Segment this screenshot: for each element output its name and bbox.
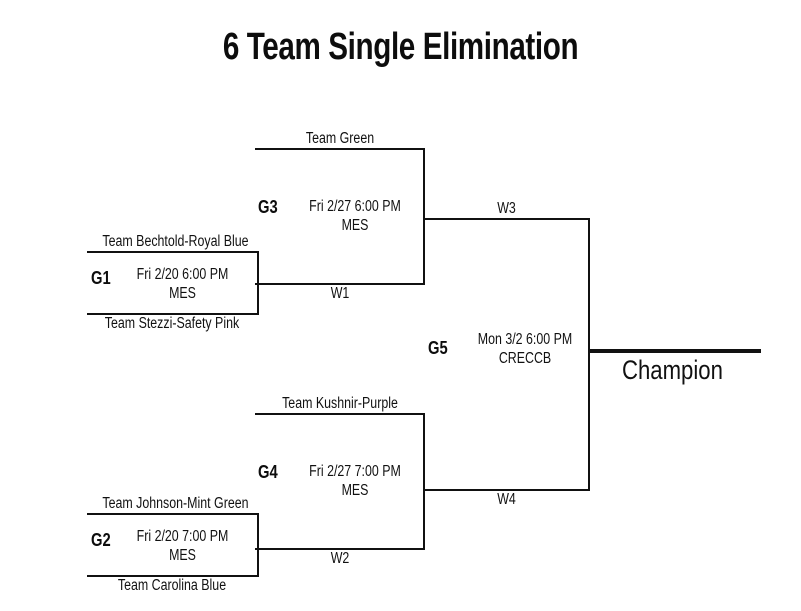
- page-title: 6 Team Single Elimination: [222, 26, 579, 68]
- game-g4-datetime: Fri 2/27 7:00 PM: [309, 463, 401, 480]
- game-g1-datetime: Fri 2/20 6:00 PM: [136, 266, 229, 283]
- game-g3-bottom-slot-label: W1: [330, 285, 350, 302]
- game-g3-info: Fri 2/27 6:00 PM MES: [291, 197, 419, 235]
- game-g3-venue: MES: [341, 217, 369, 234]
- game-g1-top-line: [87, 251, 259, 253]
- game-g1-code: G1: [91, 268, 111, 288]
- game-g3-bottom-line: [255, 283, 425, 285]
- game-g2-bottom-line: [87, 575, 259, 577]
- game-g4-top-line: [255, 413, 425, 415]
- game-g1-right-line: [257, 251, 259, 315]
- game-g5-top-slot-label: W3: [497, 200, 516, 217]
- game-g2-bottom-slot-label: Team Carolina Blue: [117, 577, 227, 594]
- game-g1-bottom-line: [87, 313, 259, 315]
- game-g4-right-line: [423, 413, 425, 550]
- game-g3-top-slot-label: Team Green: [305, 130, 375, 147]
- game-g2-top-slot-label: Team Johnson-Mint Green: [102, 495, 249, 512]
- game-g1-top-slot-label: Team Bechtold-Royal Blue: [102, 233, 249, 250]
- game-g4-bottom-line: [255, 548, 425, 550]
- game-g4-info: Fri 2/27 7:00 PM MES: [291, 462, 419, 500]
- game-g2-top-line: [87, 513, 259, 515]
- game-g3-top-line: [255, 148, 425, 150]
- game-g2-right-line: [257, 513, 259, 577]
- game-g1-info: Fri 2/20 6:00 PM MES: [121, 265, 245, 303]
- game-g4-bottom-slot-label: W2: [330, 550, 350, 567]
- champion-label: Champion: [622, 355, 723, 385]
- game-g4-top-slot-label: Team Kushnir-Purple: [282, 395, 398, 412]
- game-g5-right-line: [588, 218, 590, 491]
- game-g3-right-line: [423, 148, 425, 285]
- game-g5-bottom-slot-label: W4: [497, 491, 516, 508]
- game-g2-venue: MES: [169, 547, 196, 564]
- champion-line: [588, 349, 761, 353]
- game-g5-venue: CRECCB: [498, 350, 552, 367]
- game-g3-datetime: Fri 2/27 6:00 PM: [309, 198, 401, 215]
- game-g2-datetime: Fri 2/20 7:00 PM: [136, 528, 229, 545]
- game-g3-code: G3: [258, 197, 278, 217]
- game-g1-bottom-slot-label: Team Stezzi-Safety Pink: [104, 315, 240, 332]
- game-g5-top-line: [423, 218, 590, 220]
- game-g2-info: Fri 2/20 7:00 PM MES: [121, 527, 245, 565]
- game-g5-bottom-line: [423, 489, 590, 491]
- game-g5-info: Mon 3/2 6:00 PM CRECCB: [461, 330, 589, 368]
- game-g1-venue: MES: [169, 285, 196, 302]
- game-g4-venue: MES: [341, 482, 369, 499]
- game-g5-datetime: Mon 3/2 6:00 PM: [477, 331, 573, 348]
- game-g2-code: G2: [91, 530, 111, 550]
- game-g4-code: G4: [258, 462, 278, 482]
- game-g5-code: G5: [428, 338, 448, 358]
